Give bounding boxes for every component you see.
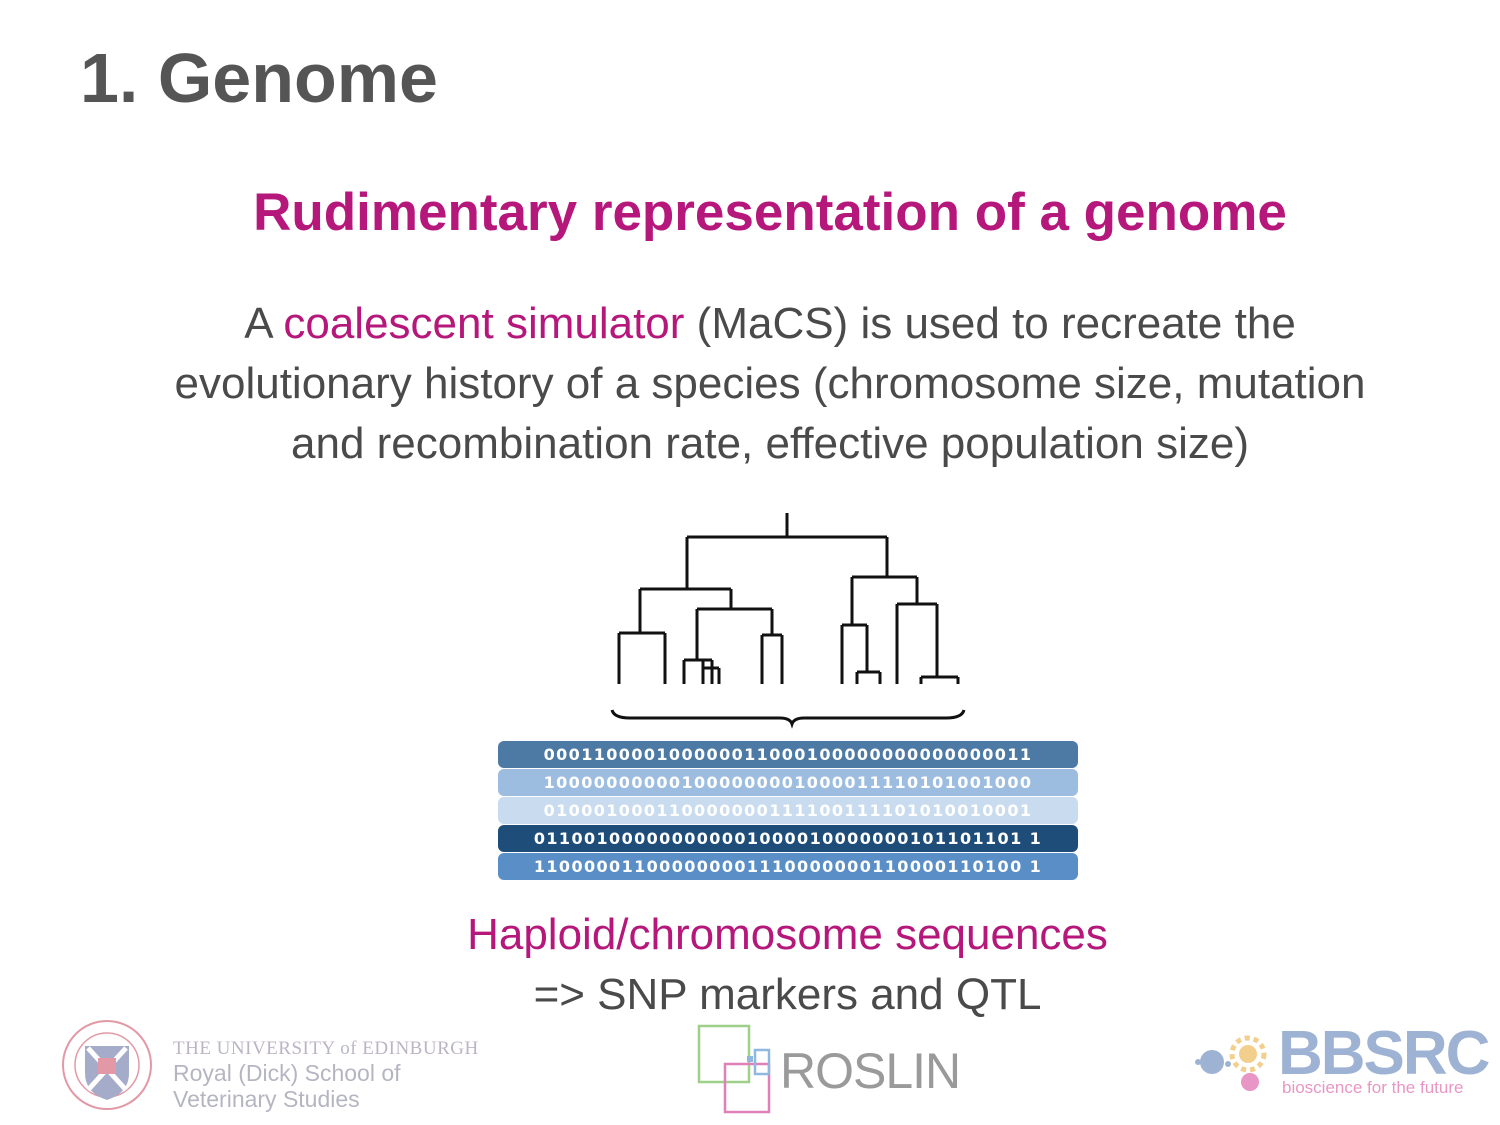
tree-right-inner [895,577,960,684]
body-highlight: coalescent simulator [283,299,685,348]
sequence-row: 100000000001000000001000011110101001000 [498,769,1078,796]
university-name: THE UNIVERSITY of EDINBURGH [173,1038,479,1059]
bbsrc-tagline: bioscience for the future [1282,1078,1464,1097]
body-line-3: and recombination rate, effective popula… [291,419,1249,468]
sequence-row: 000110000100000011000100000000000000011 [498,741,1078,768]
sequence-table: 000110000100000011000100000000000000011 … [498,741,1078,881]
bbsrc-mark-icon [1195,1035,1267,1091]
roslin-mark-icon [697,1024,771,1114]
tree-left-clade [617,537,731,684]
tree-left-small [682,658,721,684]
caption-snp: => SNP markers and QTL [533,970,1042,1019]
caption-haploid: Haploid/chromosome sequences [467,910,1108,959]
university-logo: THE UNIVERSITY of EDINBURGH Royal (Dick)… [60,1018,480,1113]
school-name-line2: Veterinary Studies [173,1086,360,1112]
slide-subtitle: Rudimentary representation of a genome [253,183,1287,242]
body-line1-rest: (MaCS) is used to recreate the [684,299,1296,348]
body-line-1: A coalescent simulator (MaCS) is used to… [60,294,1480,354]
body-line-2: evolutionary history of a species (chrom… [174,359,1366,408]
school-name-line1: Royal (Dick) School of [173,1060,401,1086]
slide-title: 1. Genome [80,39,438,117]
bbsrc-name: BBSRC [1278,1019,1490,1088]
university-text: THE UNIVERSITY of EDINBURGH Royal (Dick)… [173,1038,479,1112]
bbsrc-logo: BBSRC bioscience for the future [1190,1019,1490,1104]
sequence-row: 110000011000000001110000000110000110100 … [498,853,1078,880]
university-crest-icon [62,1020,152,1110]
body-paragraph: A coalescent simulator (MaCS) is used to… [60,294,1480,474]
roslin-name: ROSLIN [780,1043,961,1099]
tree-brace [610,709,966,729]
roslin-logo: ROSLIN [695,1022,961,1117]
sequence-row: 011001000000000001000010000000101101101 … [498,825,1078,852]
tree-left-inner [695,589,784,684]
tree-right-clade [840,537,917,684]
body-prefix: A [244,299,284,348]
sequence-row: 010001000110000000111100111101010010001 [498,797,1078,824]
coalescent-tree-diagram [610,513,966,729]
